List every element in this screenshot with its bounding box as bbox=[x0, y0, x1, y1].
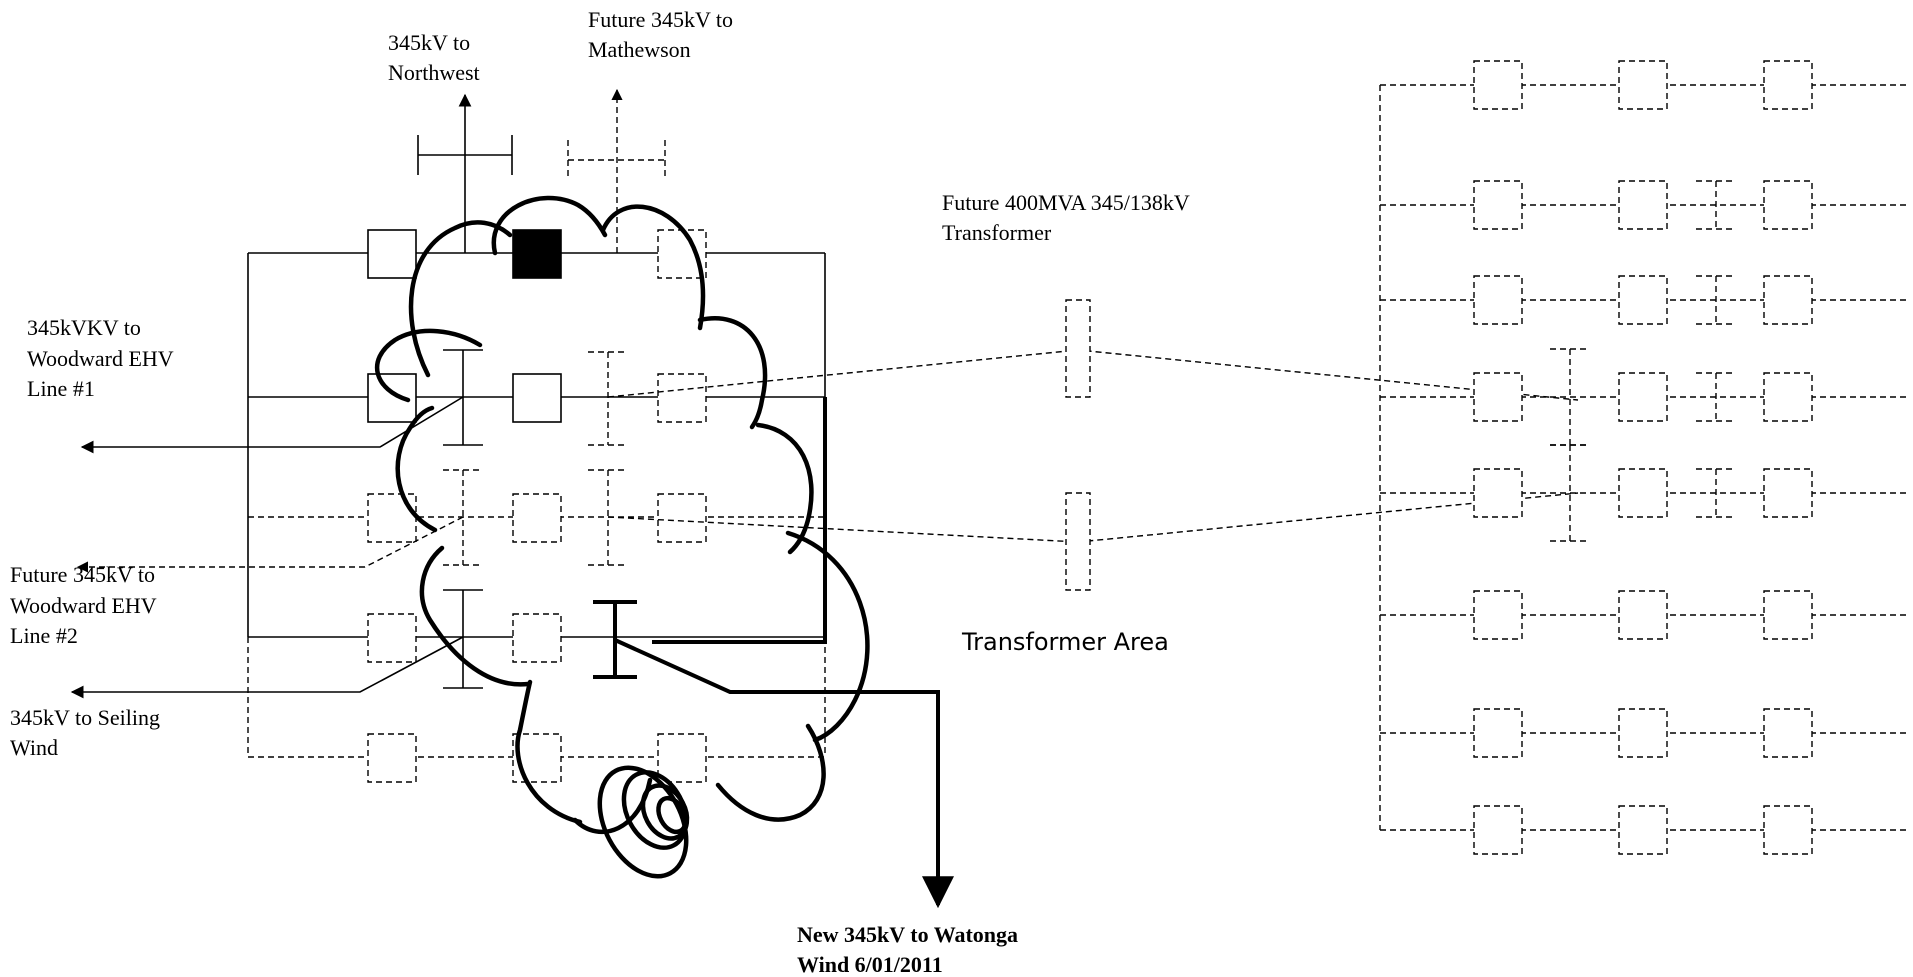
yard-breaker-r5-c3 bbox=[1763, 468, 1813, 518]
breaker-row1-a bbox=[367, 229, 417, 279]
breaker-row5-b-future bbox=[512, 733, 562, 783]
label-woodward1-3: Line #1 bbox=[27, 376, 95, 401]
breaker-row2-b bbox=[512, 373, 562, 423]
label-northwest-2: Northwest bbox=[388, 60, 480, 85]
breaker-row4-a-future bbox=[367, 613, 417, 663]
label-northwest-1: 345kV to bbox=[388, 30, 470, 55]
switch-row4-a bbox=[443, 589, 483, 689]
yard-breaker-r3-c2 bbox=[1618, 275, 1668, 325]
breaker-row1-b-new bbox=[512, 229, 562, 279]
yard-breaker-r7-c1 bbox=[1473, 708, 1523, 758]
future-transformer-1 bbox=[1065, 299, 1091, 398]
line-seiling bbox=[70, 636, 464, 699]
label-woodward1-1: 345kVKV to bbox=[27, 315, 141, 340]
label-transformer-2: Transformer bbox=[942, 220, 1052, 245]
yard-breaker-r5-c1 bbox=[1473, 468, 1523, 518]
label-seiling-1: 345kV to Seiling bbox=[10, 705, 160, 730]
switch-row4-b-new bbox=[593, 600, 637, 679]
yard-breaker-r1-c2 bbox=[1618, 60, 1668, 110]
labels: 345kV to Northwest Future 345kV to Mathe… bbox=[10, 7, 1190, 977]
yard-breaker-r8-c3 bbox=[1763, 805, 1813, 855]
label-woodward2-3: Line #2 bbox=[10, 623, 78, 648]
yard-breaker-r4-c2 bbox=[1618, 372, 1668, 422]
label-woodward2-1: Future 345kV to bbox=[10, 562, 155, 587]
switch-row3-a-future bbox=[443, 469, 483, 566]
label-watonga-1: New 345kV to Watonga bbox=[797, 922, 1018, 947]
line-watonga-new bbox=[614, 638, 954, 909]
switch-row2-b-future bbox=[588, 351, 628, 446]
switch-row3-b-future bbox=[588, 469, 628, 566]
yard-breaker-r1-c3 bbox=[1763, 60, 1813, 110]
yard-breaker-r5-c2 bbox=[1618, 468, 1668, 518]
yard-breaker-r2-c2 bbox=[1618, 180, 1668, 230]
breaker-row5-c-future bbox=[657, 733, 707, 783]
yard-breaker-r8-c1 bbox=[1473, 805, 1523, 855]
yard-breaker-r4-c1 bbox=[1473, 372, 1523, 422]
future-transformer-2 bbox=[1065, 492, 1091, 591]
yard-breaker-r7-c3 bbox=[1763, 708, 1813, 758]
breaker-row2-c-future bbox=[657, 373, 707, 423]
yard-breaker-r8-c2 bbox=[1618, 805, 1668, 855]
line-woodward-1 bbox=[80, 396, 464, 454]
construction-cloud bbox=[375, 195, 870, 879]
yard-breaker-r2-c1 bbox=[1473, 180, 1523, 230]
breaker-row3-c-future bbox=[657, 493, 707, 543]
label-watonga-2: Wind 6/01/2011 bbox=[797, 952, 943, 977]
future-138kv-yard bbox=[1379, 60, 1910, 855]
yard-breaker-r6-c2 bbox=[1618, 590, 1668, 640]
yard-breaker-r2-c3 bbox=[1763, 180, 1813, 230]
switch-mathewson-future bbox=[567, 140, 666, 180]
breaker-row3-a-future bbox=[367, 493, 417, 543]
yard-breaker-r6-c1 bbox=[1473, 590, 1523, 640]
label-transformer-area: Transformer Area bbox=[961, 628, 1169, 656]
yard-breaker-r3-c1 bbox=[1473, 275, 1523, 325]
yard-breaker-r4-c3 bbox=[1763, 372, 1813, 422]
tie-to-transformer-1 bbox=[607, 349, 1579, 401]
label-transformer-1: Future 400MVA 345/138kV bbox=[942, 190, 1190, 215]
label-woodward2-2: Woodward EHV bbox=[10, 593, 157, 618]
label-mathewson-1: Future 345kV to bbox=[588, 7, 733, 32]
breaker-row5-a-future bbox=[367, 733, 417, 783]
line-woodward-2-future bbox=[76, 516, 464, 573]
heavy-bus-right bbox=[652, 397, 827, 644]
future-transformers bbox=[1065, 299, 1091, 591]
label-mathewson-2: Mathewson bbox=[588, 37, 691, 62]
yard-breaker-r3-c3 bbox=[1763, 275, 1813, 325]
yard-breaker-r7-c2 bbox=[1618, 708, 1668, 758]
yard-breaker-r1-c1 bbox=[1473, 60, 1523, 110]
breaker-row3-b-future bbox=[512, 493, 562, 543]
label-seiling-2: Wind bbox=[10, 735, 58, 760]
breaker-row4-b-future bbox=[512, 613, 562, 663]
yard-breaker-r6-c3 bbox=[1763, 590, 1813, 640]
label-woodward1-2: Woodward EHV bbox=[27, 346, 174, 371]
